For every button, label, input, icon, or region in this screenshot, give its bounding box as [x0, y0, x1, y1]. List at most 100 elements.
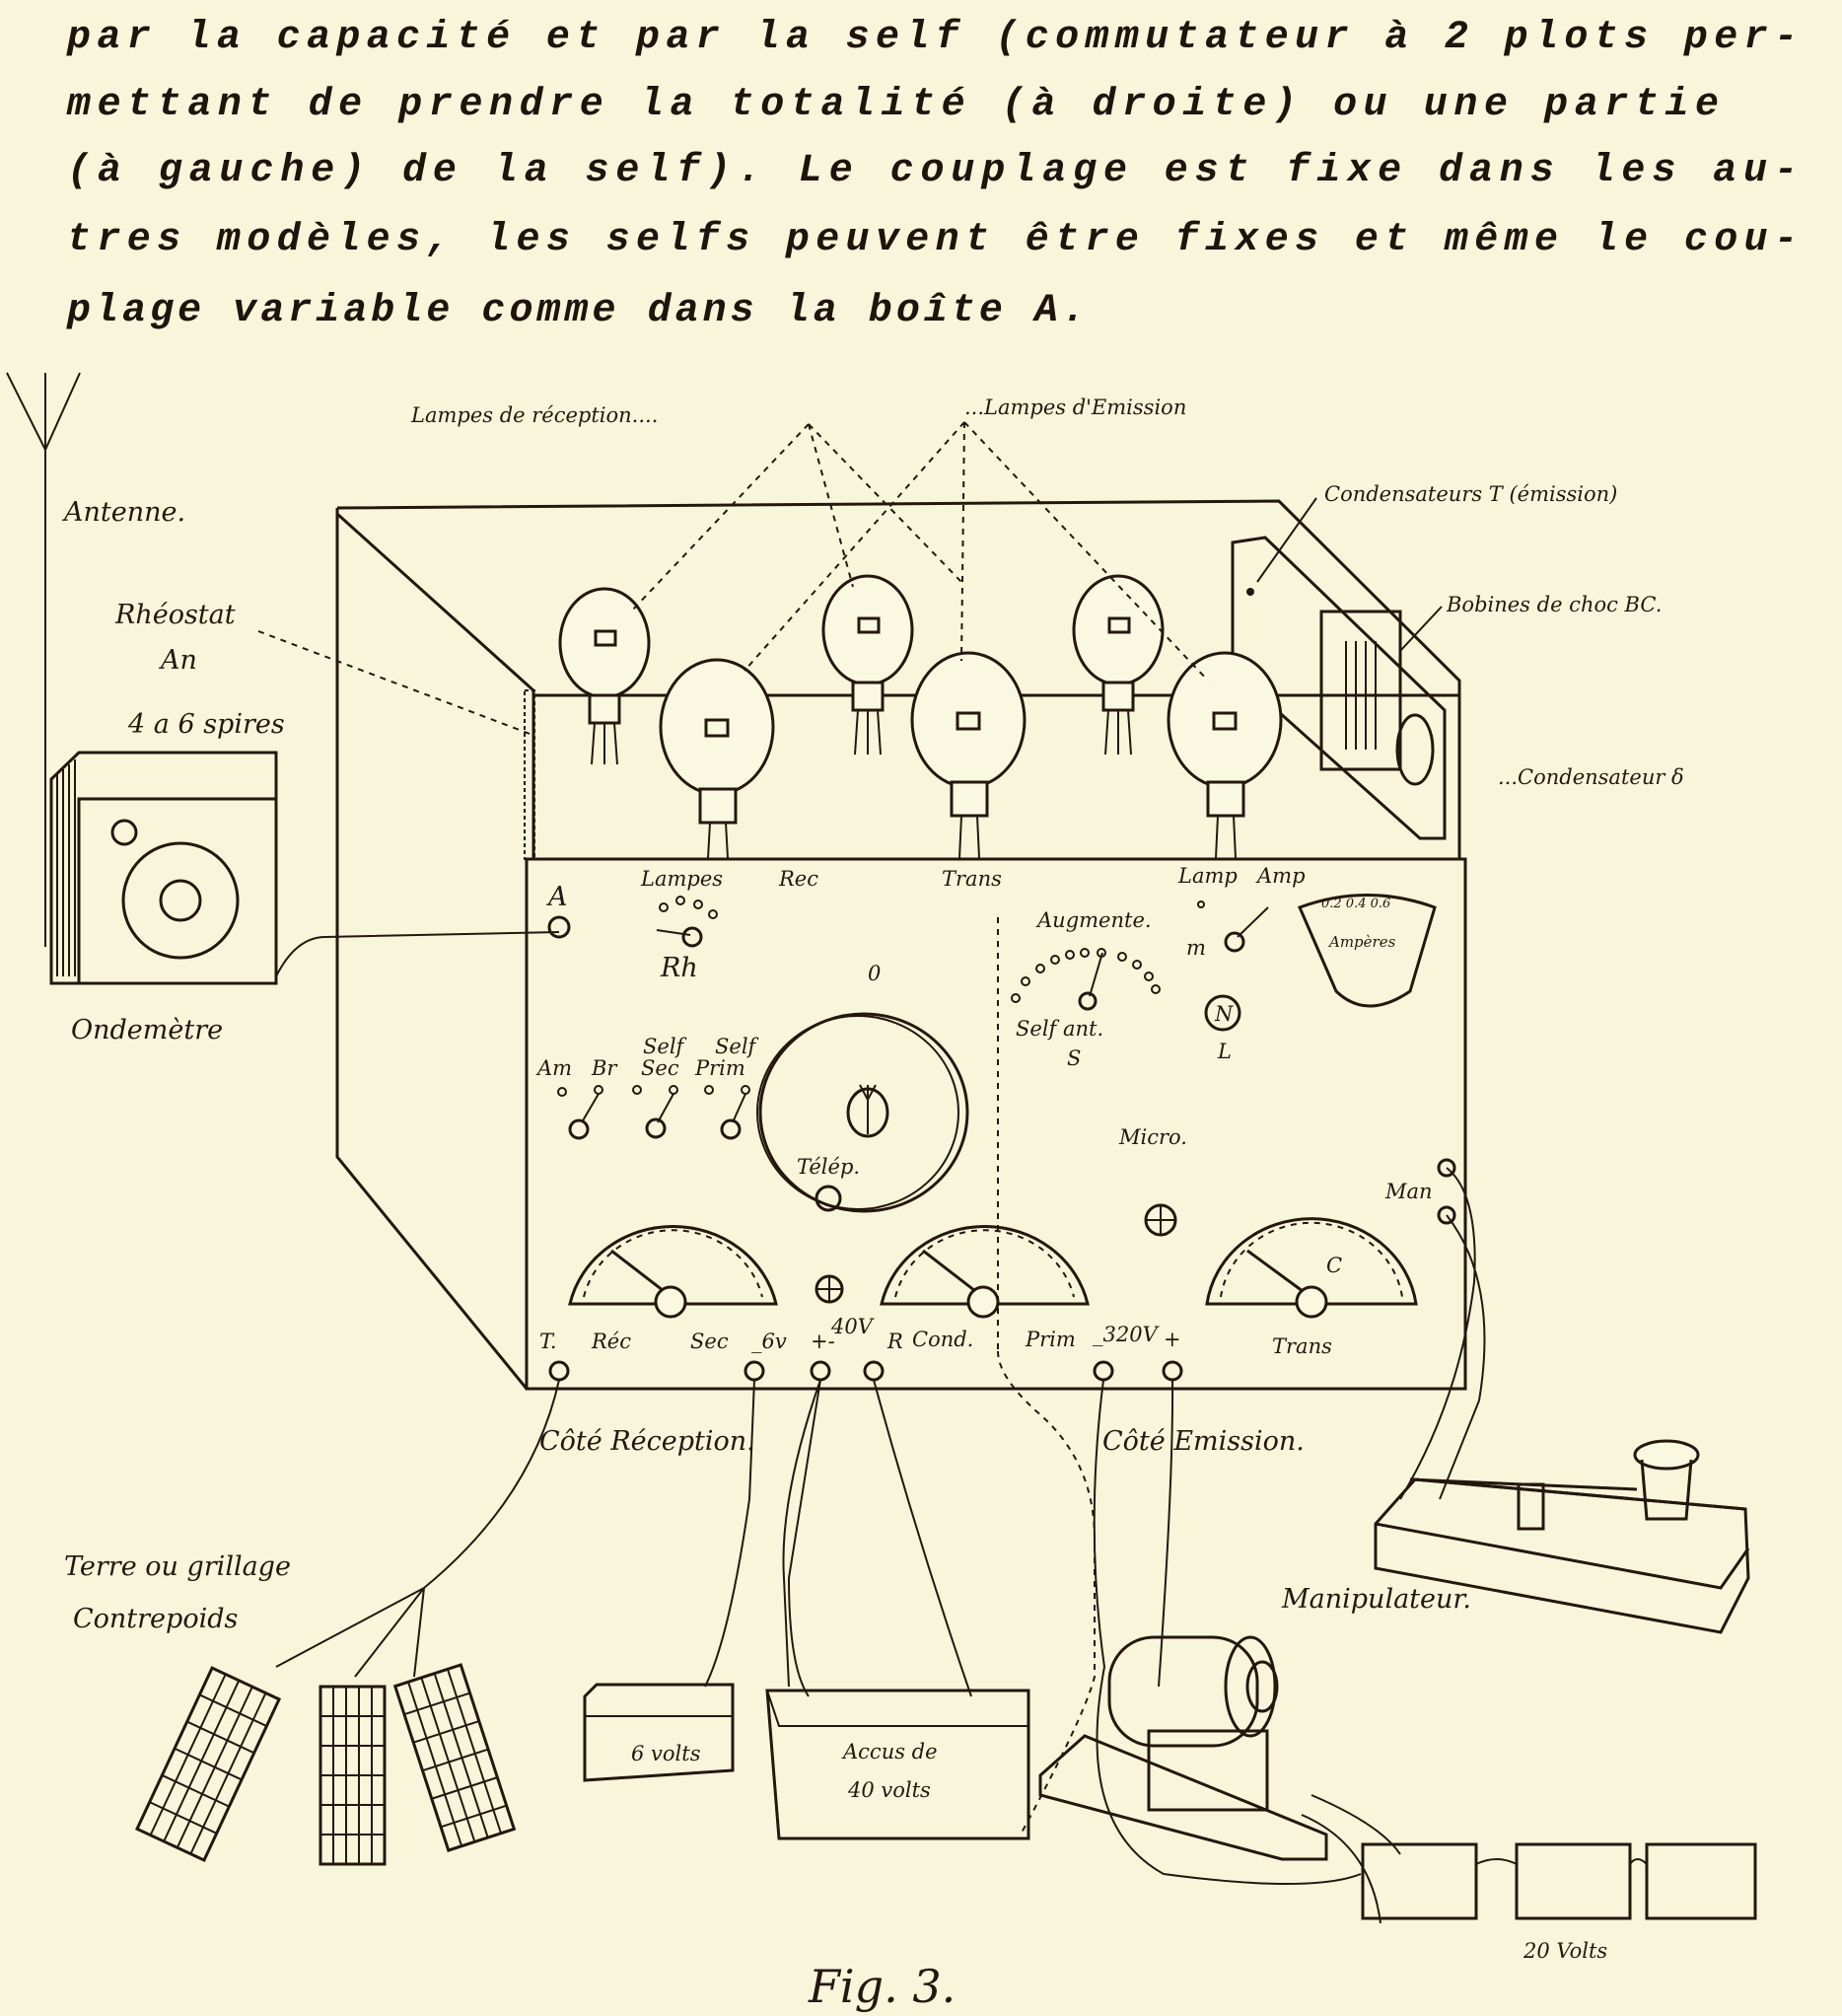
- counterpoise-label: Contrepoids: [73, 1604, 238, 1634]
- self-prim-label-1: Self: [715, 1035, 759, 1058]
- accus-label-1: Accus de: [841, 1740, 938, 1764]
- figure-caption: Fig. 3.: [808, 1960, 956, 2013]
- lamp: [910, 651, 1027, 859]
- antenna-label: Antenne.: [61, 497, 185, 528]
- paragraph-line: tres modèles, les selfs peuvent être fix…: [67, 218, 1800, 262]
- antenna: [6, 372, 81, 947]
- wiring: [275, 1167, 1486, 1924]
- wavemeter: [49, 751, 560, 985]
- 20-volt-batteries: 20 Volts: [1361, 1842, 1757, 1963]
- key-terminal-2[interactable]: [1437, 1205, 1456, 1225]
- lamp-amp-switch[interactable]: [1197, 900, 1269, 953]
- lamp: [821, 574, 914, 756]
- terminal-label-6v: _6v: [751, 1330, 787, 1353]
- earth-terminal[interactable]: [548, 1360, 570, 1382]
- front-panel: A Lampes Rec Trans Rh 0 Lamp Amp 0.2 0.4…: [535, 864, 1456, 1836]
- key-label: Manipulateur.: [1281, 1584, 1471, 1615]
- rheostat-label: Rhéostat: [114, 600, 236, 630]
- terminal-label-r: R: [886, 1330, 903, 1353]
- typed-paragraph: par la capacité et par la self (commutat…: [66, 16, 1800, 333]
- condensers-t-label: Condensateurs T (émission): [1324, 482, 1617, 506]
- antenna-terminal[interactable]: [547, 915, 571, 939]
- 20-volts-label: 20 Volts: [1523, 1939, 1607, 1963]
- reception-lamps: [558, 574, 1165, 765]
- lamp: [1167, 651, 1283, 859]
- antenna-terminal-label: A: [545, 882, 568, 912]
- ondemetre-label: Ondemètre: [71, 1015, 223, 1045]
- terminal-label-rec: Réc: [591, 1330, 631, 1353]
- l-label: L: [1217, 1040, 1232, 1063]
- 40-volt-accumulator: Accus de 40 volts: [765, 1689, 1030, 1840]
- plus-jack[interactable]: [815, 1274, 844, 1304]
- lamps-label: Lampes: [640, 867, 723, 891]
- key-terminal-1[interactable]: [1437, 1158, 1456, 1178]
- transmit-condenser-dial[interactable]: C: [1205, 1217, 1418, 1319]
- telephone-label: Télép.: [797, 1155, 860, 1179]
- self-sec-switch[interactable]: [632, 1085, 678, 1139]
- am-br-switch[interactable]: [557, 1085, 603, 1140]
- rheostat-an-label: An: [158, 645, 197, 676]
- 6v-minus-terminal[interactable]: [744, 1360, 765, 1382]
- n-indicator: [1204, 994, 1241, 1032]
- lamp: [659, 658, 775, 859]
- trans-label-top: Trans: [942, 867, 1002, 891]
- morse-key[interactable]: [1374, 1439, 1750, 1634]
- microphone-jack[interactable]: [1144, 1203, 1177, 1237]
- condenser-delta-label: ...Condensateur δ: [1498, 765, 1684, 789]
- paragraph-line: plage variable comme dans la boîte A.: [66, 289, 1088, 333]
- secondary-condenser-dial[interactable]: [880, 1224, 1090, 1319]
- terminal-label-cond: Cond.: [912, 1328, 973, 1351]
- emission-lamps-label: ...Lampes d'Emission: [964, 396, 1186, 419]
- 6v-plus-terminal[interactable]: [810, 1360, 831, 1382]
- 6-volts-label: 6 volts: [631, 1742, 701, 1765]
- lamp: [1072, 574, 1165, 756]
- reception-condenser-dial[interactable]: [568, 1224, 778, 1319]
- man-label: Man: [1384, 1180, 1433, 1203]
- lamp: [558, 587, 651, 765]
- amperes-label: Ampères: [1327, 933, 1396, 951]
- emission-side-label: Côté Emission.: [1102, 1426, 1305, 1457]
- paragraph-line: (à gauche) de la self). Le couplage est …: [67, 149, 1800, 193]
- choke-coils-label: Bobines de choc BC.: [1446, 593, 1662, 616]
- terminal-label-t: T.: [539, 1330, 557, 1353]
- 6-volt-battery: 6 volts: [583, 1683, 735, 1782]
- self-prim-switch[interactable]: [704, 1085, 750, 1140]
- paragraph-line: par la capacité et par la self (commutat…: [66, 16, 1800, 60]
- amp-label: Amp: [1255, 864, 1306, 888]
- emission-lamps: [659, 651, 1283, 859]
- terminal-label-plus: +: [1164, 1328, 1181, 1351]
- 40v-plus-terminal[interactable]: [863, 1360, 885, 1382]
- counterpoise-grids: [135, 1663, 517, 1866]
- augmente-label: Augmente.: [1035, 908, 1152, 932]
- terminal-label-sec: Sec: [690, 1330, 729, 1353]
- self-prim-label-2: Prim: [694, 1056, 745, 1080]
- dial-zero-label: 0: [868, 962, 881, 985]
- m-label: m: [1186, 936, 1206, 960]
- ammeter: 0.2 0.4 0.6 Ampères: [1297, 894, 1437, 1008]
- spires-label: 4 a 6 spires: [127, 709, 285, 740]
- c-label: C: [1326, 1254, 1342, 1277]
- reception-side-label: Côté Réception.: [539, 1426, 755, 1457]
- terminal-label-320v: _320V: [1093, 1323, 1160, 1346]
- terminal-label-trans: Trans: [1272, 1334, 1332, 1358]
- br-label: Br: [591, 1056, 618, 1080]
- rheostat-knob[interactable]: [656, 896, 718, 948]
- tuning-dial[interactable]: 0: [756, 962, 969, 1213]
- earth-label: Terre ou grillage: [64, 1551, 291, 1582]
- am-label: Am: [535, 1056, 572, 1080]
- lamp-label: Lamp: [1177, 864, 1238, 888]
- antenna-self-switch[interactable]: [1011, 948, 1161, 1011]
- generator: [1038, 1635, 1328, 1861]
- n-label: N: [1214, 1002, 1234, 1026]
- self-sec-label-2: Sec: [641, 1056, 679, 1080]
- s-label: S: [1067, 1046, 1081, 1070]
- telephone-jack[interactable]: [815, 1185, 842, 1212]
- rh-label: Rh: [660, 953, 698, 983]
- 320v-minus-terminal[interactable]: [1093, 1360, 1114, 1382]
- rec-label: Rec: [778, 867, 818, 891]
- terminal-label-pm: +-: [811, 1330, 835, 1353]
- self-ant-label: Self ant.: [1016, 1017, 1103, 1041]
- 320v-plus-terminal[interactable]: [1162, 1360, 1183, 1382]
- ammeter-scale: 0.2 0.4 0.6: [1321, 897, 1390, 911]
